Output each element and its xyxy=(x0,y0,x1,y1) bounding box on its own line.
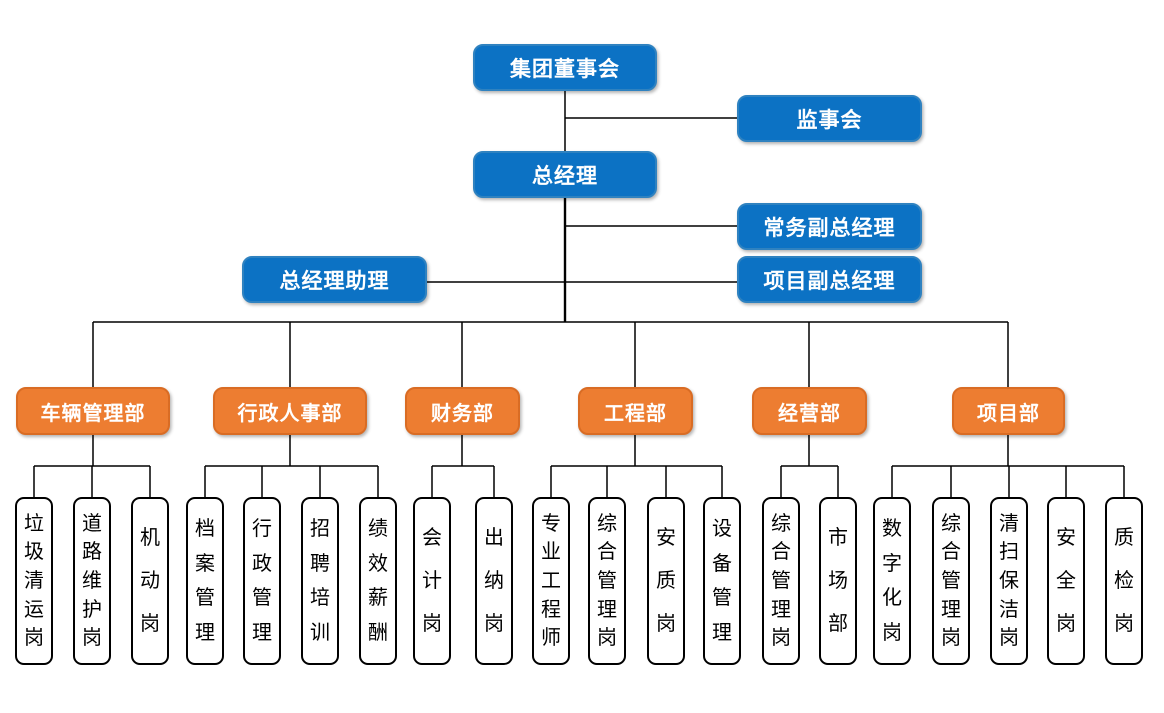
node-post-safety: 安全岗 xyxy=(1047,497,1085,665)
node-post-admin-management: 行政管理 xyxy=(243,497,281,665)
node-post-digitalization: 数字化岗 xyxy=(873,497,911,665)
node-gm-assistant: 总经理助理 xyxy=(242,256,427,303)
node-general-manager: 总经理 xyxy=(473,151,657,198)
node-dept-admin-hr: 行政人事部 xyxy=(213,387,367,435)
node-dept-finance: 财务部 xyxy=(405,387,520,435)
node-post-sweeping-cleaning: 清扫保洁岗 xyxy=(990,497,1028,665)
node-dept-project: 项目部 xyxy=(952,387,1065,435)
node-dept-operations: 经营部 xyxy=(752,387,867,435)
node-dept-engineering: 工程部 xyxy=(578,387,693,435)
node-project-deputy-gm: 项目副总经理 xyxy=(737,256,922,303)
node-post-general-management-eng: 综合管理岗 xyxy=(588,497,626,665)
node-post-archives-management: 档案管理 xyxy=(186,497,224,665)
node-post-professional-engineer: 专业工程师 xyxy=(532,497,570,665)
node-post-market: 市场部 xyxy=(819,497,857,665)
node-executive-deputy-gm: 常务副总经理 xyxy=(737,203,922,250)
node-post-cashier: 出纳岗 xyxy=(475,497,513,665)
node-post-general-management-ops: 综合管理岗 xyxy=(762,497,800,665)
node-post-recruit-training: 招聘培训 xyxy=(301,497,339,665)
node-post-quality-inspection: 质检岗 xyxy=(1105,497,1143,665)
node-post-equipment-management: 设备管理 xyxy=(703,497,741,665)
node-post-general-management-proj: 综合管理岗 xyxy=(932,497,970,665)
node-post-mobile: 机动岗 xyxy=(131,497,169,665)
node-post-safety-quality: 安质岗 xyxy=(647,497,685,665)
node-dept-vehicle-management: 车辆管理部 xyxy=(16,387,170,435)
node-board-of-directors: 集团董事会 xyxy=(473,44,657,91)
node-post-performance-payroll: 绩效薪酬 xyxy=(359,497,397,665)
node-post-road-maintenance: 道路维护岗 xyxy=(73,497,111,665)
node-post-accountant: 会计岗 xyxy=(413,497,451,665)
node-post-garbage-collection: 垃圾清运岗 xyxy=(15,497,53,665)
node-supervisory-board: 监事会 xyxy=(737,95,922,142)
